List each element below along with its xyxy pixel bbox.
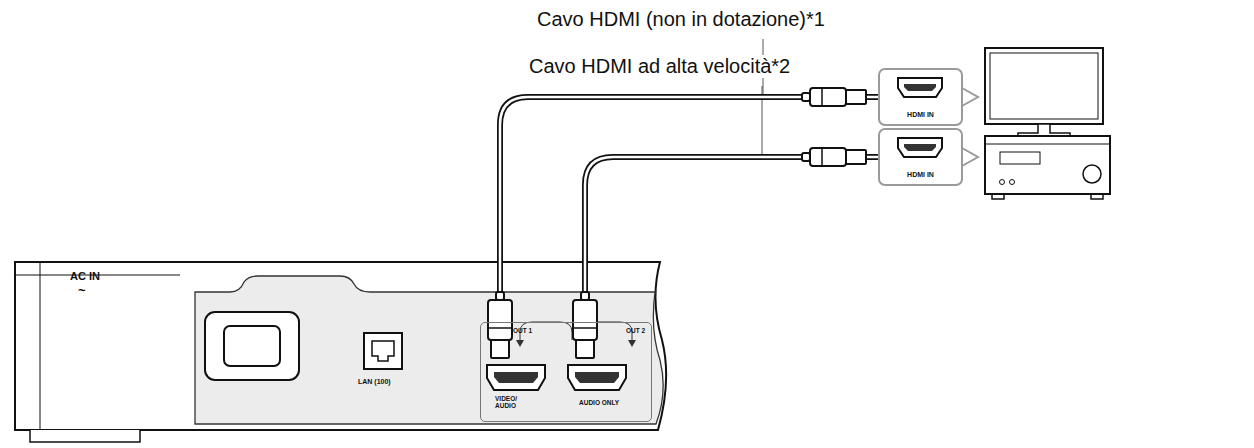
port-caption: HDMI IN bbox=[880, 171, 961, 178]
hdmi-port-icon bbox=[898, 138, 942, 157]
port-label: VIDEO/ AUDIO bbox=[495, 395, 529, 410]
housing-foot bbox=[30, 430, 140, 442]
tv-screen bbox=[985, 48, 1103, 124]
receiver-body bbox=[985, 136, 1110, 194]
tv-screen-inner bbox=[990, 53, 1098, 119]
port-label: OUT 2 bbox=[626, 327, 645, 334]
hdmi-plug bbox=[488, 292, 512, 358]
receiver-display bbox=[1000, 152, 1040, 164]
ac-socket-inner bbox=[224, 326, 280, 366]
hdmi-plug bbox=[802, 88, 866, 106]
hdmi-in-box: HDMI IN bbox=[878, 68, 963, 126]
port-label: AUDIO ONLY bbox=[579, 399, 619, 406]
hdmi-port bbox=[487, 365, 545, 390]
cable-label: Cavo HDMI (non in dotazione)*1 bbox=[535, 8, 827, 31]
hdmi-plug bbox=[802, 148, 866, 166]
receiver-button bbox=[1010, 180, 1015, 185]
hdmi-port-inner bbox=[575, 372, 619, 383]
hdmi-port bbox=[568, 365, 626, 390]
port-label: OUT 1 bbox=[513, 327, 532, 334]
hdmi-port-icon bbox=[898, 78, 942, 97]
panel-label: LAN (100) bbox=[358, 378, 391, 385]
receiver-knob bbox=[1083, 165, 1101, 183]
hdmi-port-icon-inner bbox=[904, 144, 936, 151]
out-marker bbox=[516, 340, 524, 347]
lan-port-clip bbox=[372, 341, 394, 361]
housing-edge bbox=[40, 262, 41, 430]
receiver-line bbox=[985, 144, 1110, 145]
hdmi-port-icon-inner bbox=[904, 84, 936, 91]
hdmi-cable bbox=[585, 157, 878, 322]
panel-label: AC IN bbox=[70, 270, 100, 282]
callout-pointer bbox=[962, 88, 978, 106]
hdmi-in-box: HDMI IN bbox=[878, 128, 963, 186]
ac-socket bbox=[205, 312, 299, 380]
lan-port bbox=[364, 333, 402, 369]
receiver-foot bbox=[992, 194, 1103, 199]
hdmi-plug bbox=[573, 292, 597, 358]
hdmi-cable bbox=[500, 97, 878, 322]
rear-panel bbox=[195, 276, 663, 424]
callout-pointer bbox=[962, 148, 978, 166]
player-housing bbox=[15, 262, 666, 430]
cable-label: Cavo HDMI ad alta velocità*2 bbox=[527, 55, 792, 78]
receiver-button bbox=[1000, 180, 1005, 185]
out-marker bbox=[628, 340, 636, 347]
port-caption: HDMI IN bbox=[880, 111, 961, 118]
hdmi-port-inner bbox=[494, 372, 538, 383]
hdmi-out-panel: OUT 1 OUT 2 VIDEO/ AUDIO AUDIO ONLY bbox=[480, 322, 652, 422]
panel-label: ~ bbox=[78, 283, 86, 298]
